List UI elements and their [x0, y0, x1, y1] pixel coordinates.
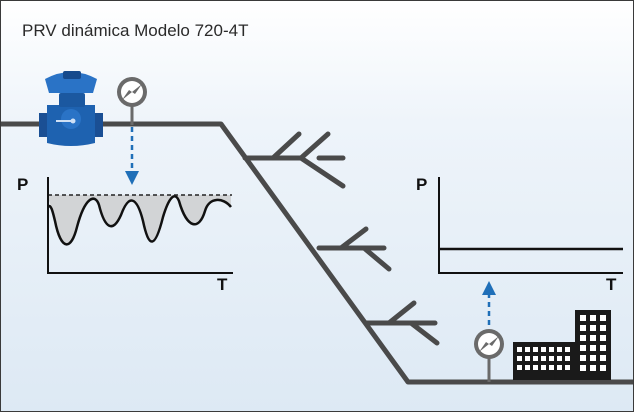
fluctuation-fill — [48, 195, 231, 245]
valve-icon — [39, 71, 103, 146]
axes — [438, 177, 623, 274]
building-icon — [513, 310, 611, 380]
right-graph-x-label: T — [606, 275, 617, 294]
fluctuation-curve — [47, 195, 232, 246]
pressure-gauge-icon — [117, 77, 147, 125]
right-graph-y-label: P — [416, 175, 428, 194]
left-graph — [47, 177, 233, 274]
main-pipe — [1, 121, 633, 385]
signal-arrow-down — [125, 127, 139, 185]
left-graph-x-label: T — [217, 275, 228, 294]
branch-lines — [242, 131, 440, 346]
signal-arrow-up — [482, 281, 496, 327]
diagram-title: PRV dinámica Modelo 720-4T — [22, 21, 249, 40]
pressure-gauge-icon — [474, 329, 504, 382]
right-graph — [438, 177, 623, 274]
axes — [47, 177, 233, 274]
left-graph-y-label: P — [17, 175, 29, 194]
